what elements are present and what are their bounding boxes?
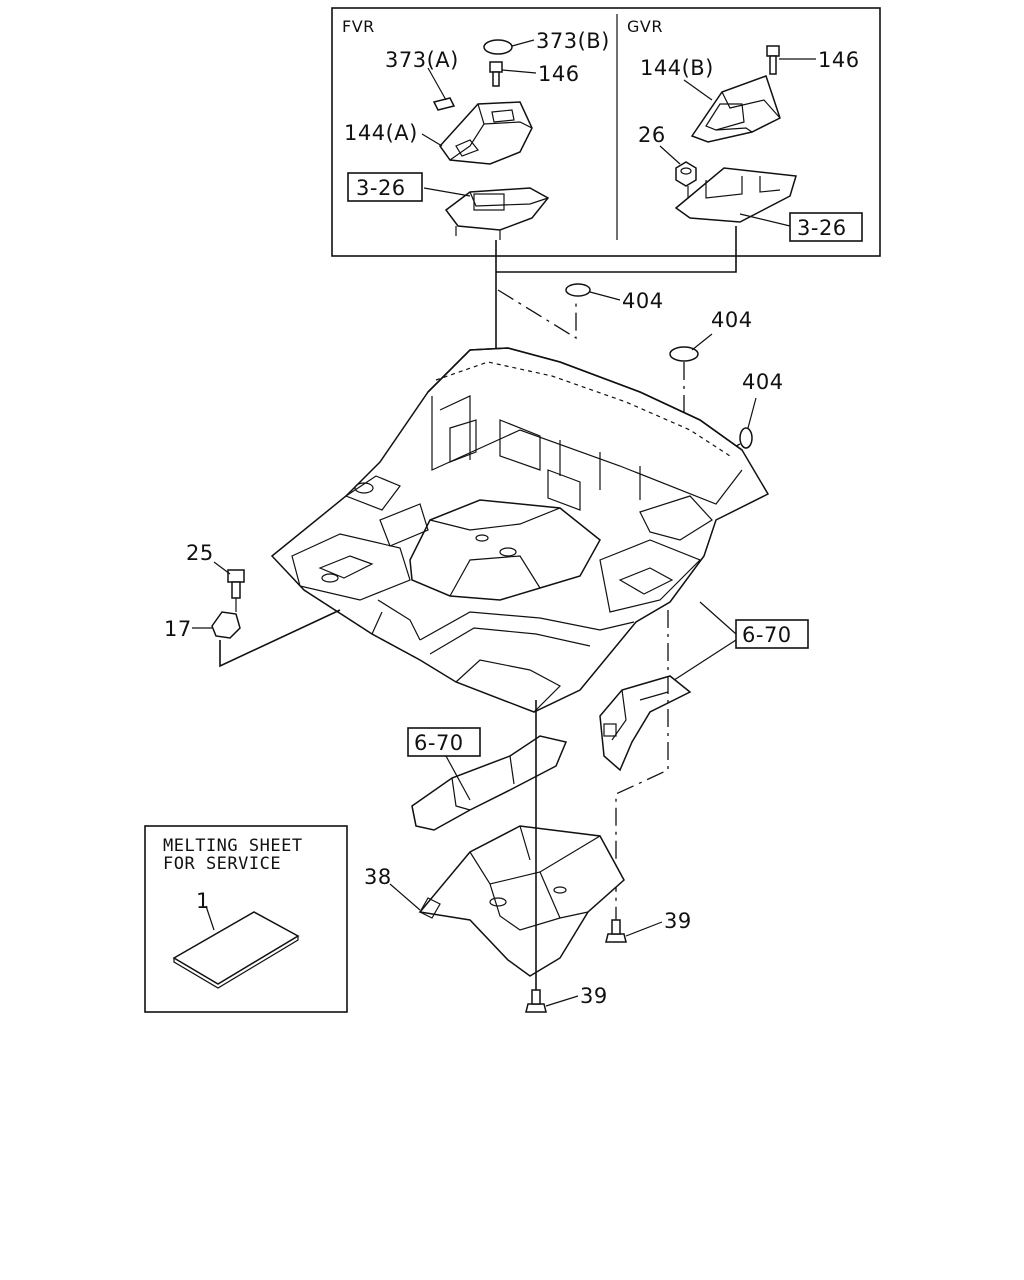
callout-144a: 144(A) [344,121,418,145]
ref-6-70-right[interactable]: 6-70 [742,623,792,647]
plug-404-a [497,283,621,340]
melting-sheet-part [172,905,300,989]
callout-404-b: 404 [711,308,753,332]
service-sheet-frame [144,825,348,1013]
callout-17: 17 [164,617,192,641]
cover-144a-part [421,101,533,165]
service-sheet-panel: MELTING SHEET FOR SERVICE 1 [144,825,348,1013]
callout-38: 38 [364,865,392,889]
bolt-146-left-part [489,61,537,87]
side-member-right-part [599,675,692,772]
ref-box-3-26-left[interactable] [347,172,423,202]
ref-6-70-left[interactable]: 6-70 [414,731,464,755]
bracket-gvr-part [674,167,797,227]
ref-box-6-70-right[interactable] [735,619,809,649]
ref-box-3-26-right[interactable] [789,212,863,242]
service-note-line2: FOR SERVICE [163,854,281,874]
callout-373a: 373(A) [385,48,459,72]
clip-39-lower-part [525,989,579,1013]
callout-1: 1 [196,889,210,913]
model-label-fvr: FVR [342,17,375,36]
leader-6-70-right [667,601,737,685]
service-note-line1: MELTING SHEET [163,836,303,856]
dash-right-to-39 [615,610,669,920]
cap-373b-part [483,39,535,55]
callout-25: 25 [186,541,214,565]
callout-373b: 373(B) [536,29,610,53]
bracket-fvr-part [423,187,550,240]
ref-3-26-left[interactable]: 3-26 [356,176,406,200]
bracket-17-part [192,598,341,668]
callout-39-upper: 39 [664,909,692,933]
screw-25-part [213,561,245,599]
model-label-gvr: GVR [627,17,663,36]
callout-26: 26 [638,123,666,147]
inset-panel: FVR GVR [331,7,881,257]
cab-floor-panel [270,347,770,713]
clip-373a-part [427,67,456,111]
callout-144b: 144(B) [640,56,714,80]
clip-39-upper-part [605,919,663,943]
inset-frame [331,7,881,257]
ref-box-6-70-left[interactable] [407,727,481,757]
callout-146-right: 146 [818,48,860,72]
floor-member-38-part [389,825,625,977]
callout-404-c: 404 [742,370,784,394]
side-member-left-part [411,735,568,831]
cover-144b-part [683,75,781,143]
ref-3-26-right[interactable]: 3-26 [797,216,847,240]
nut-26-part [659,145,697,187]
callout-404-a: 404 [622,289,664,313]
callout-146-left: 146 [538,62,580,86]
callout-39-lower: 39 [580,984,608,1008]
bolt-146-right-part [766,45,816,75]
